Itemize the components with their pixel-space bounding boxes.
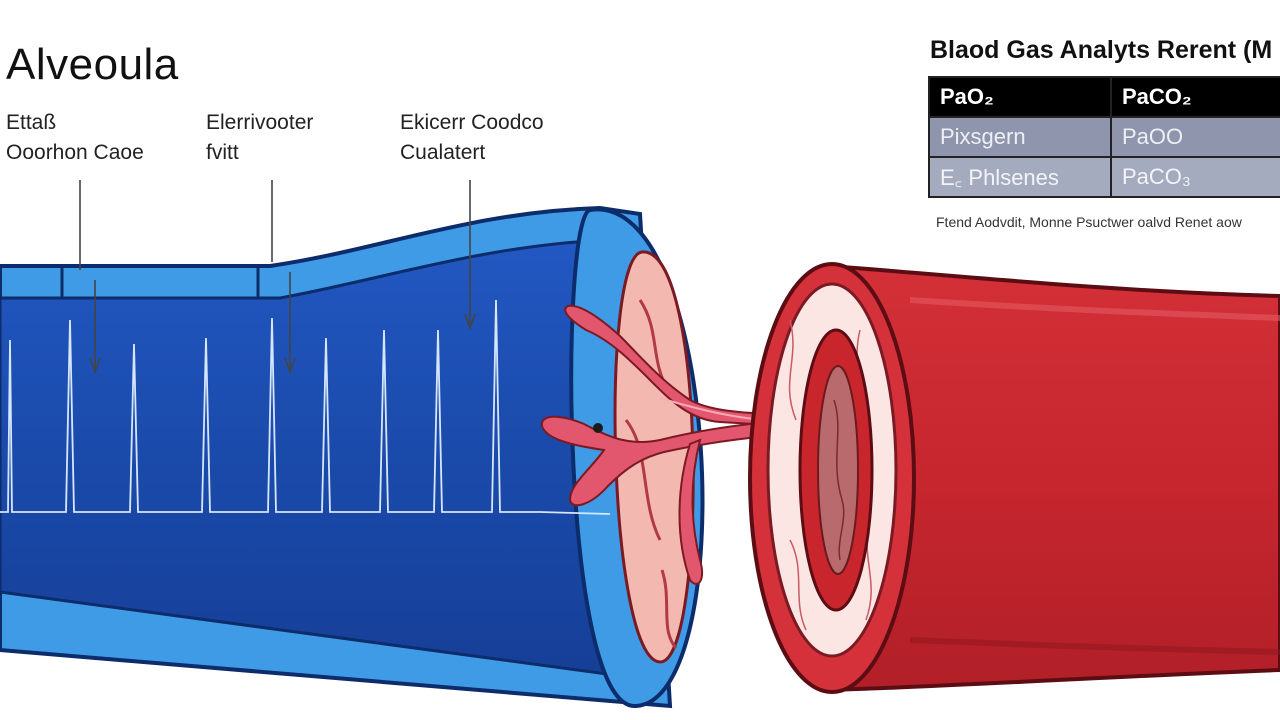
- pulse-waveform: [0, 299, 611, 515]
- label-1-line2: Ooorhon Caoe: [6, 141, 144, 164]
- label-2-line2: fvitt: [206, 141, 239, 164]
- label-3-line1: Ekicerr Coodco: [400, 111, 544, 134]
- capillary-outer: [828, 263, 1280, 693]
- label-pointer-lines: [79, 180, 476, 375]
- label-3-line2: Cualatert: [400, 141, 486, 164]
- table-header-cell: PaO₂: [928, 76, 1112, 118]
- label-1: Ettaß Ooorhon Caoe: [6, 108, 144, 168]
- table-cell: Pixsgern: [928, 116, 1112, 158]
- blood-gas-table: PaO₂ PaCO₂ Pixsgern PaOO E꜀ Phlsenes PaC…: [928, 76, 1280, 198]
- table-row: E꜀ Phlsenes PaCO₃: [928, 156, 1280, 198]
- report-title: Blaod Gas Analyts Rerent (M: [930, 36, 1273, 64]
- report-footer: Ftend Aodvdit, Monne Psuctwer oalvd Rene…: [936, 214, 1242, 230]
- diagram-title: Alveoula: [6, 40, 179, 89]
- table-cell: E꜀ Phlsenes: [928, 156, 1112, 198]
- table-cell: PaCO₃: [1110, 156, 1280, 198]
- label-2-line1: Elerrivooter: [206, 111, 314, 134]
- table-header-row: PaO₂ PaCO₂: [928, 76, 1280, 118]
- label-1-line1: Ettaß: [6, 111, 57, 134]
- label-3: Ekicerr Coodco Cualatert: [400, 108, 544, 168]
- capillary-vessel: [748, 262, 1280, 694]
- table-header-cell: PaCO₂: [1110, 76, 1280, 118]
- table-cell: PaOO: [1110, 116, 1280, 158]
- label-2: Elerrivooter fvitt: [206, 108, 313, 168]
- table-row: Pixsgern PaOO: [928, 116, 1280, 158]
- alveolus-tube: [0, 205, 705, 709]
